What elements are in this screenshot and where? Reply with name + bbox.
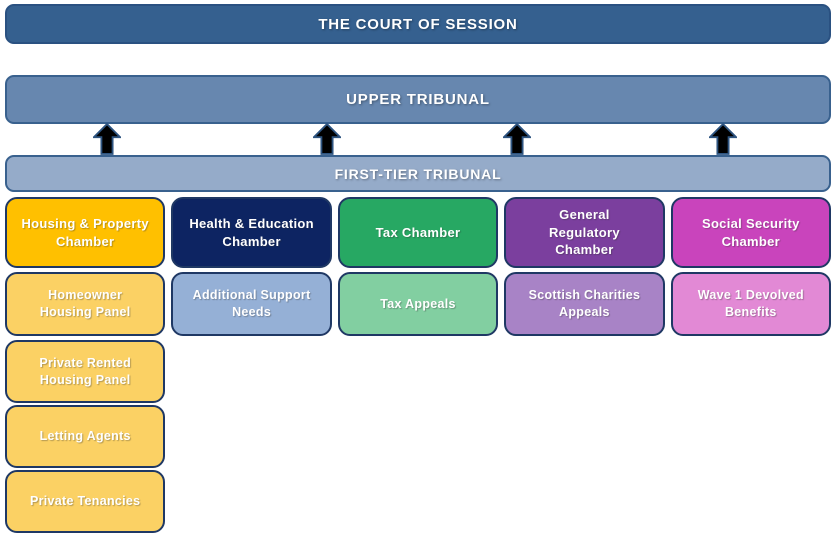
housing-panel-letting-agents: Letting Agents: [5, 405, 166, 468]
chamber-social-security: Social Security Chamber: [670, 197, 832, 268]
jurisdiction-tax-appeals: Tax Appeals: [337, 272, 499, 336]
chamber-health-education: Health & Education Chamber: [171, 197, 332, 268]
upper-tribunal-label: UPPER TRIBUNAL: [346, 91, 490, 108]
jurisdiction-wave1-devolved-benefits: Wave 1 Devolved Benefits: [670, 272, 832, 336]
up-arrow-icon: [93, 122, 121, 155]
jurisdiction-additional-support-needs: Additional Support Needs: [171, 272, 332, 336]
housing-panel-private-tenancies: Private Tenancies: [5, 470, 166, 533]
chamber-label: Health & Education Chamber: [189, 215, 314, 249]
up-arrow-icon: [709, 122, 737, 155]
jurisdiction-label: Tax Appeals: [380, 296, 456, 311]
chamber-tax: Tax Chamber: [337, 197, 499, 268]
chamber-label: Social Security Chamber: [701, 215, 800, 249]
chamber-label: Tax Chamber: [375, 224, 461, 240]
chamber-label: General Regulatory Chamber: [548, 207, 620, 258]
chambers-row: Housing & Property Chamber Health & Educ…: [5, 197, 832, 268]
housing-panel-label: Private Rented Housing Panel: [39, 355, 132, 387]
jurisdictions-row: Homeowner Housing Panel Additional Suppo…: [5, 272, 832, 336]
jurisdiction-scottish-charities-appeals: Scottish Charities Appeals: [504, 272, 665, 336]
chamber-general-regulatory: General Regulatory Chamber: [504, 197, 665, 268]
up-arrow-icon: [503, 122, 531, 155]
housing-panel-private-rented: Private Rented Housing Panel: [5, 340, 166, 403]
court-of-session-bar: THE COURT OF SESSION: [5, 4, 831, 44]
jurisdiction-label: Additional Support Needs: [192, 288, 311, 319]
upper-tribunal-bar: UPPER TRIBUNAL: [5, 75, 831, 124]
chamber-label: Housing & Property Chamber: [21, 215, 149, 249]
jurisdiction-label: Scottish Charities Appeals: [528, 288, 641, 319]
up-arrow-icon: [313, 122, 341, 155]
court-of-session-label: THE COURT OF SESSION: [318, 15, 518, 33]
first-tier-tribunal-bar: FIRST-TIER TRIBUNAL: [5, 155, 831, 192]
jurisdiction-homeowner-housing-panel: Homeowner Housing Panel: [5, 272, 166, 336]
housing-panel-label: Letting Agents: [39, 429, 131, 444]
first-tier-tribunal-label: FIRST-TIER TRIBUNAL: [334, 165, 502, 182]
jurisdiction-label: Wave 1 Devolved Benefits: [697, 288, 804, 319]
housing-panel-label: Private Tenancies: [29, 494, 141, 509]
jurisdiction-label: Homeowner Housing Panel: [39, 288, 131, 319]
chamber-housing-property: Housing & Property Chamber: [5, 197, 166, 268]
